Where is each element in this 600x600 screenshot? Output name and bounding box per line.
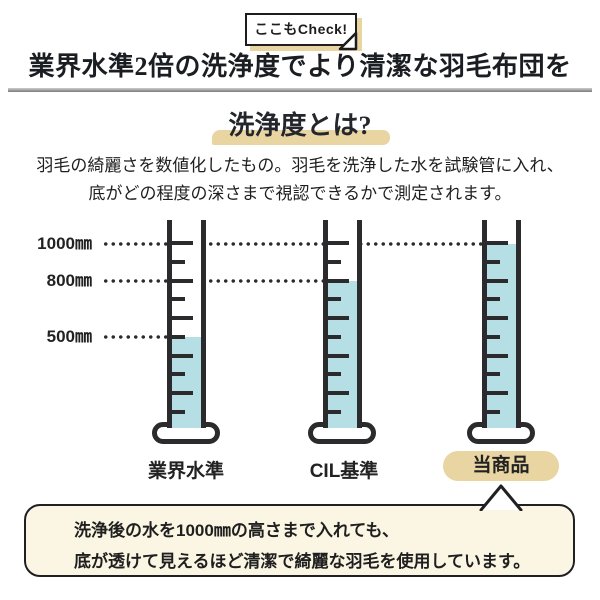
check-badge-label: ここもCheck! (254, 21, 348, 37)
tube-tick (487, 241, 508, 245)
tube-tick (328, 372, 341, 377)
tube-tick (328, 353, 349, 358)
tube-tick (172, 353, 193, 358)
tube-tick (328, 297, 341, 302)
measuring-tube-industry (167, 220, 206, 428)
tube-label-product-pill: 当商品 (443, 451, 559, 481)
tube-tick (328, 241, 349, 245)
tube-tick (487, 353, 508, 358)
page-title: 業界水準2倍の洗浄度でより清潔な羽毛布団を (28, 52, 572, 81)
tube-tick (328, 259, 341, 264)
tube-tick (487, 316, 508, 320)
tube-label-cil: CIL基準 (309, 461, 379, 482)
callout-text: 洗浄後の水を1000㎜の高さまで入れても、 底が透けて見えるほど清潔で綺麗な羽毛… (74, 515, 530, 577)
axis-label-500mm: 500㎜ (46, 327, 92, 346)
tube-tick (172, 372, 185, 377)
check-badge: ここもCheck! (245, 13, 358, 51)
tube-tick (172, 278, 193, 283)
tube-tick (172, 259, 185, 264)
description-text: 羽毛の綺麗さを数値化したもの。羽毛を洗浄した水を試験管に入れ、 底がどの程度の深… (0, 152, 600, 208)
callout-line-2: 底が透けて見えるほど清潔で綺麗な羽毛を使用しています。 (74, 552, 531, 571)
axis-label-1000mm: 1000㎜ (37, 234, 92, 253)
tube-tick (487, 372, 500, 377)
tube-tick (328, 409, 341, 414)
callout-bubble: 洗浄後の水を1000㎜の高さまで入れても、 底が透けて見えるほど清潔で綺麗な羽毛… (24, 504, 575, 577)
bubble-tail-icon (479, 484, 523, 511)
tube-tick (328, 391, 349, 395)
tube-tick (487, 259, 500, 264)
tube-tick (172, 316, 193, 320)
tube-tick (487, 297, 500, 302)
folded-corner-icon (338, 31, 358, 51)
tube-tick (172, 241, 193, 245)
tube-label-industry: 業界水準 (147, 461, 224, 482)
dotted-line-500mm (102, 335, 167, 339)
tube-tick (328, 334, 341, 339)
title-underline (8, 88, 592, 92)
description-line-1: 羽毛の綺麗さを数値化したもの。羽毛を洗浄した水を試験管に入れ、 (36, 156, 564, 175)
axis-label-800mm: 800㎜ (46, 271, 92, 290)
tube-tick (487, 409, 500, 414)
tube-tick (487, 334, 500, 339)
measuring-tube-cil (323, 220, 362, 428)
tube-tick (487, 278, 508, 283)
description-line-2: 底がどの程度の深さまで視認できるかで測定されます。 (88, 184, 512, 203)
measuring-tube-product (482, 220, 521, 428)
tube-tick (328, 316, 349, 320)
section-heading: 洗浄度とは? (228, 111, 372, 140)
heading-highlight-bar (212, 130, 390, 145)
dotted-line-1000mm (102, 242, 482, 246)
tube-tick (172, 391, 193, 395)
tube-label-product: 当商品 (472, 455, 530, 476)
dotted-line-800mm (102, 279, 323, 283)
tube-tick (172, 334, 185, 339)
tube-tick (172, 297, 185, 302)
tube-tick (487, 391, 508, 395)
tube-tick (172, 409, 185, 414)
callout-line-1: 洗浄後の水を1000㎜の高さまで入れても、 (74, 521, 399, 540)
water-level-industry (172, 337, 201, 428)
tube-tick (328, 278, 349, 283)
